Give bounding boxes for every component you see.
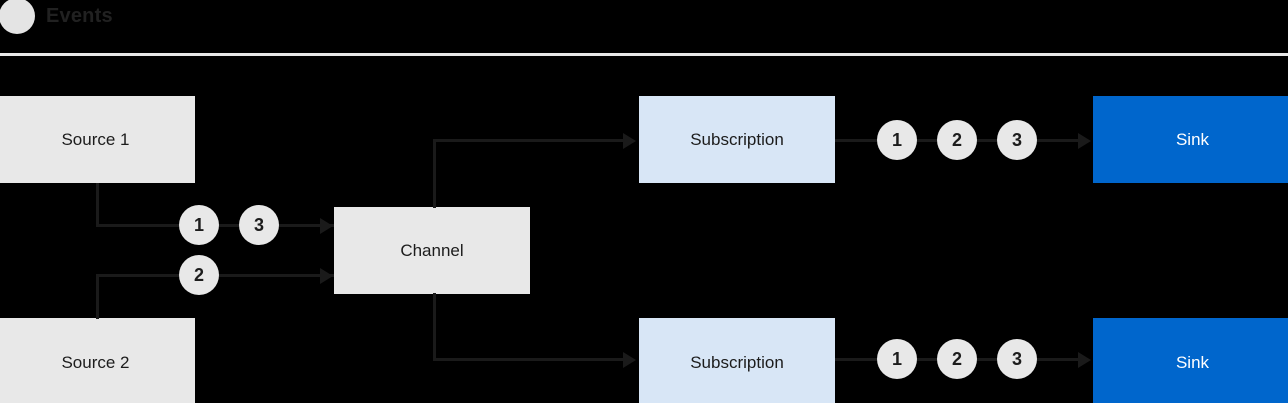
connector-channel-down-horizontal — [433, 358, 625, 361]
page-title: Events — [46, 5, 113, 27]
node-subscription-top-label: Subscription — [690, 129, 784, 149]
badge-sink-lane-top-2: 2 — [937, 120, 977, 160]
badge-sink-lane-bottom-1: 1 — [877, 339, 917, 379]
badge-sink-lane-top-1: 1 — [877, 120, 917, 160]
circle-icon — [0, 0, 35, 34]
badge-source-lane-bottom-2: 2 — [179, 255, 219, 295]
node-subscription-bottom-label: Subscription — [690, 353, 784, 372]
node-source-1[interactable]: Source 1 — [0, 96, 195, 183]
arrow-subscription-bottom-to-sink — [1078, 352, 1091, 368]
connector-source1-vertical — [96, 183, 99, 227]
badge-sink-lane-bottom-3: 3 — [997, 339, 1037, 379]
node-sink-bottom[interactable]: Sink — [1093, 318, 1288, 403]
connector-channel-down-vertical — [433, 293, 436, 361]
arrow-channel-to-subscription-bottom — [623, 352, 636, 368]
badge-source-lane-top-1: 1 — [179, 205, 219, 245]
badge-sink-lane-top-3: 3 — [997, 120, 1037, 160]
node-source-1-label: Source 1 — [61, 129, 130, 149]
node-sink-top[interactable]: Sink — [1093, 96, 1288, 183]
node-channel-label: Channel — [400, 240, 464, 260]
arrow-channel-to-subscription-top — [623, 133, 636, 149]
badge-source-lane-top-3: 3 — [239, 205, 279, 245]
node-channel[interactable]: Channel — [334, 207, 530, 294]
node-sink-bottom-label: Sink — [1175, 353, 1210, 372]
node-subscription-bottom[interactable]: Subscription — [639, 318, 835, 403]
connector-channel-up-horizontal — [433, 139, 625, 142]
arrow-source2-to-channel — [320, 268, 333, 284]
node-source-2[interactable]: Source 2 — [0, 318, 195, 403]
connector-source2-vertical — [96, 274, 99, 319]
header-divider — [0, 53, 1288, 56]
arrow-subscription-top-to-sink — [1078, 133, 1091, 149]
node-sink-top-label: Sink — [1175, 129, 1210, 149]
connector-channel-up-vertical — [433, 139, 436, 208]
arrow-source1-to-channel — [320, 218, 333, 234]
badge-sink-lane-bottom-2: 2 — [937, 339, 977, 379]
node-source-2-label: Source 2 — [61, 353, 130, 372]
node-subscription-top[interactable]: Subscription — [639, 96, 835, 183]
